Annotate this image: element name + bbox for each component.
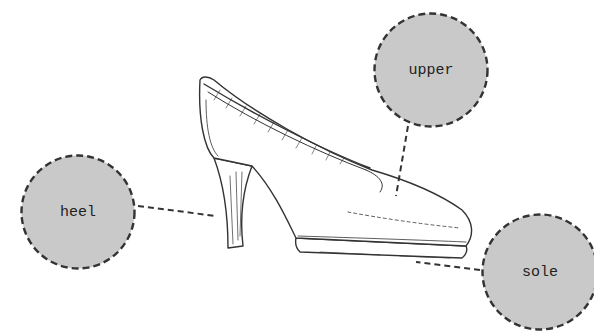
counter-line xyxy=(206,100,218,156)
stitch-line xyxy=(348,212,460,228)
shoe-lining-inner xyxy=(208,92,366,170)
sole-hatching xyxy=(320,252,450,258)
part-name: heel xyxy=(60,204,96,221)
leader-line xyxy=(138,206,216,216)
label-circle: heel xyxy=(20,154,136,270)
shoe-lining xyxy=(204,84,370,168)
lining-hatching xyxy=(214,90,344,164)
label-circle: sole xyxy=(481,213,594,331)
heel-hatching xyxy=(230,172,242,244)
leader-line xyxy=(416,262,480,270)
throat-fold xyxy=(366,170,382,192)
circle-shape xyxy=(375,14,488,127)
circle-shape xyxy=(483,215,594,330)
welt-line xyxy=(298,236,466,242)
shoe-heel xyxy=(214,158,252,248)
label-circle: upper xyxy=(373,12,489,128)
leader-line xyxy=(396,126,408,196)
part-name: upper xyxy=(408,62,453,79)
part-name: sole xyxy=(522,264,558,281)
circle-shape xyxy=(22,156,135,269)
